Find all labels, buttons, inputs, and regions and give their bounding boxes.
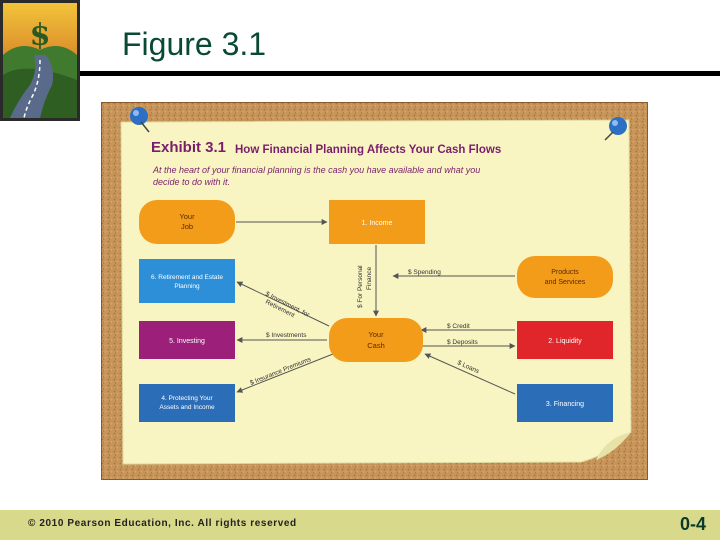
investing-box	[139, 321, 235, 359]
financing-label: 3. Financing	[546, 401, 584, 408]
footer-bar: © 2010 Pearson Education, Inc. All right…	[0, 510, 720, 540]
slide-title: Figure 3.1	[122, 26, 267, 62]
page-number: 0-4	[679, 514, 706, 534]
flow-spending: $ Spending	[408, 269, 441, 276]
flow-personal-finance-2: Finance	[366, 266, 373, 290]
products-box	[517, 256, 613, 298]
exhibit-number: Exhibit 3.1	[151, 139, 226, 156]
investing-label: 5. Investing	[169, 338, 205, 345]
flow-deposits: $ Deposits	[447, 339, 478, 346]
protecting-box	[139, 384, 235, 422]
pushpin-icon	[604, 117, 627, 141]
retirement-box	[139, 259, 235, 303]
title-rule	[80, 71, 720, 76]
liquidity-label: 2. Liquidity	[548, 338, 582, 345]
exhibit-subtitle-2: decide to do with it.	[153, 177, 230, 187]
road-logo: $	[0, 0, 80, 121]
products-label-1: Products	[551, 269, 579, 276]
job-label-2: Job	[181, 222, 193, 231]
exhibit-figure: Exhibit 3.1 How Financial Planning Affec…	[101, 102, 648, 480]
protecting-label-1: 4. Protecting Your	[161, 395, 213, 402]
financing-box	[517, 384, 613, 422]
income-label: 1. Income	[362, 220, 393, 227]
liquidity-box	[517, 321, 613, 359]
flow-investments: $ Investments	[266, 332, 307, 339]
exhibit-subtitle-1: At the heart of your financial planning …	[152, 165, 480, 175]
pushpin-icon	[130, 107, 150, 133]
cash-box	[329, 318, 423, 362]
retirement-label-1: 6. Retirement and Estate	[151, 274, 223, 281]
cash-label-1: Your	[368, 330, 384, 339]
flow-personal-finance-1: $ For Personal	[357, 265, 364, 308]
job-label-1: Your	[179, 212, 195, 221]
copyright-text: © 2010 Pearson Education, Inc. All right…	[28, 518, 297, 529]
cash-label-2: Cash	[367, 341, 385, 350]
svg-text:$: $	[30, 18, 51, 53]
exhibit-heading: How Financial Planning Affects Your Cash…	[235, 144, 501, 156]
job-box	[139, 200, 235, 244]
flow-credit: $ Credit	[447, 323, 470, 330]
products-label-2: and Services	[545, 279, 586, 286]
retirement-label-2: Planning	[174, 283, 200, 290]
protecting-label-2: Assets and Income	[159, 404, 215, 411]
income-box	[329, 200, 425, 244]
